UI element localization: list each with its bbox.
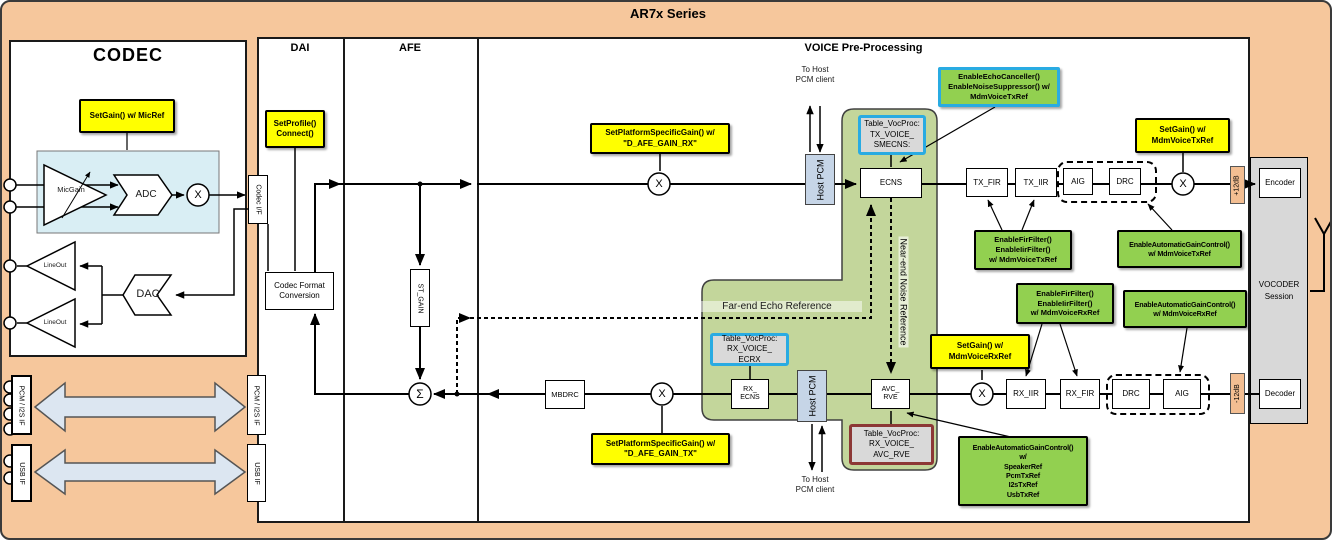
lineout1-label: LineOut <box>43 262 67 269</box>
dai-header: DAI <box>290 42 310 54</box>
reference-dashed-paths <box>456 198 896 394</box>
dac-shape-icon <box>122 274 173 316</box>
tx-gain-mult-symbol: X <box>1179 178 1187 190</box>
tx-fir-box: TX_FIR <box>966 168 1008 197</box>
far-end-reference-label: Far-end Echo Reference <box>692 301 862 312</box>
encoder-box: Encoder <box>1259 168 1301 198</box>
pcm-if-left-label: PCM / I2S IF <box>18 384 25 426</box>
tx-drc-box: DRC <box>1109 168 1141 195</box>
antenna-icon <box>1310 217 1330 292</box>
usb-if-left-label: USB IF <box>18 461 25 485</box>
st-gain-box: ST_GAIN <box>410 269 430 327</box>
tx-mult-symbol: X <box>655 178 663 190</box>
codec-header: CODEC <box>92 45 163 65</box>
host-pcm-top-box: Host PCM <box>805 154 835 205</box>
gain-adjust-arrow-icon <box>61 171 91 219</box>
enable-fir-rx-box: EnableFirFilter() EnableIirFilter() w/ M… <box>1016 283 1114 324</box>
rx-gain-mult-symbol: X <box>978 388 986 400</box>
setgain-micref-box: SetGain() w/ MicRef <box>79 99 175 133</box>
usb-if-right-box: USB IF <box>247 444 266 502</box>
pcm-double-arrow-icon <box>33 381 247 433</box>
host-pcm-bottom-label: Host PCM <box>807 375 818 417</box>
lineout1-amp-icon <box>25 240 76 292</box>
minus12db-label: -12dB <box>1234 384 1241 403</box>
plus12db-box: +12dB <box>1230 166 1245 204</box>
rx-ecns-box: RX_ ECNS <box>731 379 769 409</box>
operator-circles <box>186 172 1195 406</box>
rx-iir-box: RX_IIR <box>1006 379 1046 409</box>
to-host-pcm-top-label: To Host PCM client <box>795 65 835 85</box>
dai-afe-divider <box>343 37 345 523</box>
codec-if-box: Codec I/F <box>248 175 268 224</box>
pcm-if-right-label: PCM / I2S IF <box>253 384 260 426</box>
setplatform-rx-box: SetPlatformSpecificGain() w/ "D_AFE_GAIN… <box>590 123 730 154</box>
st-gain-label: ST_GAIN <box>416 283 424 313</box>
sum-symbol: Σ <box>416 387 424 401</box>
setprofile-box: SetProfile() Connect() <box>265 110 325 148</box>
ecns-box: ECNS <box>860 168 922 198</box>
rx-fir-box: RX_FIR <box>1060 379 1100 409</box>
voice-header: VOICE Pre-Processing <box>804 42 923 54</box>
enable-echo-box: EnableEchoCanceller() EnableNoiseSuppres… <box>938 67 1060 107</box>
codec-format-conversion-box: Codec Format Conversion <box>265 272 334 310</box>
mbdrc-box: MBDRC <box>545 380 585 409</box>
tx-agc-dashed-group <box>1057 161 1157 203</box>
setplatform-tx-box: SetPlatformSpecificGain() w/ "D_AFE_GAIN… <box>591 433 730 465</box>
setgain-tx-box: SetGain() w/ MdmVoiceTxRef <box>1135 118 1230 153</box>
lineout2-label: LineOut <box>43 319 67 326</box>
avc-rve-box: AVC_ RVE <box>871 379 910 409</box>
pcm-if-left-box: PCM / I2S IF <box>11 375 32 435</box>
enable-agc-tx-box: EnableAutomaticGainControl() w/ MdmVoice… <box>1117 230 1242 268</box>
codec-mult-symbol: X <box>194 189 202 201</box>
plus12db-label: +12dB <box>1234 174 1241 196</box>
setgain-rx-box: SetGain() w/ MdmVoiceRxRef <box>930 334 1030 369</box>
lineout2-amp-icon <box>25 297 76 349</box>
adc-label: ADC <box>135 189 157 200</box>
table-smecns-box: Table_VocProc: TX_VOICE_ SMECNS: <box>858 115 926 155</box>
near-end-reference-label-box: Near-end Noise Reference <box>893 212 915 372</box>
table-avcrve-box: Table_VocProc: RX_VOICE_ AVC_RVE <box>849 424 934 465</box>
tx-aig-box: AIG <box>1063 168 1093 195</box>
usb-double-arrow-icon <box>33 448 247 496</box>
rx-junction-dot <box>454 391 460 397</box>
table-ecrx-box: Table_VocProc: RX_VOICE_ ECRX <box>710 333 789 366</box>
rx-agc-dashed-group <box>1106 374 1210 415</box>
codec-if-label: Codec I/F <box>254 184 262 215</box>
adc-shape-icon <box>112 174 173 216</box>
usb-if-right-label: USB IF <box>253 461 260 485</box>
tx-iir-box: TX_IIR <box>1015 168 1057 197</box>
port-circles <box>3 178 17 485</box>
page-title: AR7x Series <box>630 6 706 21</box>
rx-aig-box: AIG <box>1163 379 1201 409</box>
afe-voice-divider <box>477 37 479 523</box>
dai-afe-wires <box>267 148 472 395</box>
rx-mult-symbol: X <box>658 388 666 400</box>
host-pcm-bottom-box: Host PCM <box>797 370 827 422</box>
pcm-if-right-box: PCM / I2S IF <box>247 375 266 435</box>
afe-header: AFE <box>399 42 421 54</box>
enable-fir-tx-box: EnableFirFilter() EnableIirFilter() w/ M… <box>974 230 1072 270</box>
micgain-amp-icon <box>43 163 108 227</box>
minus12db-box: -12dB <box>1230 373 1245 414</box>
enable-agc-multi-box: EnableAutomaticGainControl() w/ SpeakerR… <box>958 436 1088 506</box>
decoder-box: Decoder <box>1259 379 1301 409</box>
rx-drc-box: DRC <box>1112 379 1150 409</box>
near-end-reference-label: Near-end Noise Reference <box>899 236 909 348</box>
host-pcm-top-label: Host PCM <box>815 158 826 201</box>
enable-agc-rx-box: EnableAutomaticGainControl() w/ MdmVoice… <box>1123 290 1247 328</box>
usb-if-left-box: USB IF <box>11 444 32 502</box>
to-host-pcm-bottom-label: To Host PCM client <box>795 475 835 495</box>
dac-label: DAC <box>136 288 160 300</box>
micgain-label: MicGain <box>57 185 85 194</box>
codec-wires-2 <box>17 191 248 328</box>
vocoder-session-label: VOCODER Session <box>1258 280 1300 301</box>
tx-junction-dot <box>417 181 423 187</box>
